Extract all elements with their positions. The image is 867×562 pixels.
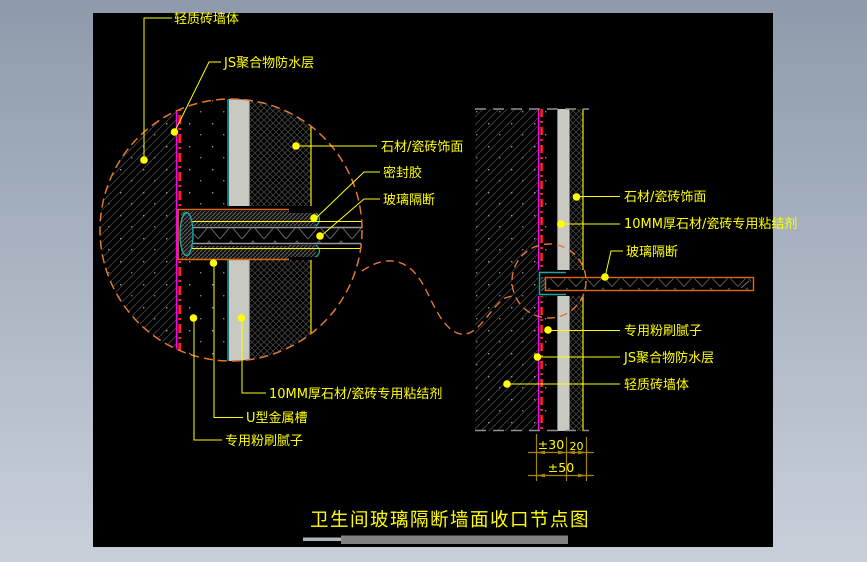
section-glass-assembly <box>538 270 755 296</box>
channel-top-flange <box>181 211 289 226</box>
brick-wall-dots-r <box>475 109 538 431</box>
section-leader-dots <box>503 193 609 388</box>
label-tile-finish-r: 石材/瓷砖饰面 <box>624 190 706 205</box>
sealant-top-edge <box>315 212 321 227</box>
label-adhesive-r: 10MM厚石材/瓷砖专用粘结剂 <box>624 217 797 232</box>
detail-circle-content <box>100 99 362 361</box>
section-labels: 石材/瓷砖饰面 10MM厚石材/瓷砖专用粘结剂 玻璃隔断 专用粉刷腻子 JS聚合… <box>623 190 797 393</box>
dim-seg1: ±30 <box>538 437 564 452</box>
leader-adhesive <box>241 319 266 394</box>
label-brick-wall: 轻质砖墙体 <box>174 12 239 27</box>
label-brick-wall-r: 轻质砖墙体 <box>624 378 689 393</box>
setting-block <box>179 211 194 257</box>
section-leader-lines <box>509 196 623 385</box>
u-channel-outline-r <box>538 271 566 296</box>
leader-glass-r <box>605 250 623 276</box>
detail-callout-circle <box>99 98 363 362</box>
dimension-group: ±30 20 ±50 <box>528 434 594 481</box>
leader-brick <box>143 17 172 159</box>
detail-leader-dots <box>140 128 324 322</box>
sealant-bottom <box>289 245 316 257</box>
callout-connector-curve <box>361 260 516 335</box>
label-glass-r: 玻璃隔断 <box>626 245 678 260</box>
label-adhesive: 10MM厚石材/瓷砖专用粘结剂 <box>269 387 442 402</box>
leader-sealant <box>314 171 380 220</box>
label-waterproof: JS聚合物防水层 <box>223 55 314 71</box>
sealant-bottom-edge <box>315 244 321 258</box>
label-waterproof-r: JS聚合物防水层 <box>623 350 714 366</box>
drawing-title: 卫生间玻璃隔断墙面收口节点图 <box>310 510 590 531</box>
label-tile-finish: 石材/瓷砖饰面 <box>381 140 463 155</box>
channel-bottom-flange <box>181 246 289 259</box>
leader-channel <box>213 264 243 418</box>
leader-waterproof <box>174 61 221 132</box>
dim-seg2: 20 <box>570 440 584 453</box>
u-channel-outline <box>177 208 289 261</box>
title-underline-thin <box>303 537 341 541</box>
glass-break-mark <box>740 280 750 289</box>
glass-pane-hatch <box>190 228 362 243</box>
dim-total: ±50 <box>548 460 574 475</box>
node-callout-circle <box>511 243 587 319</box>
leader-putty <box>193 319 222 441</box>
sealant-top <box>289 213 316 226</box>
label-u-channel: U型金属槽 <box>246 410 308 426</box>
title-underline-thick <box>341 535 568 544</box>
leader-glass <box>320 198 380 237</box>
detail-labels: 轻质砖墙体 JS聚合物防水层 石材/瓷砖饰面 密封胶 玻璃隔断 10MM厚石材/… <box>174 12 463 449</box>
label-sealant: 密封胶 <box>383 165 422 181</box>
dimension-arrows <box>536 450 587 478</box>
label-putty-r: 专用粉刷腻子 <box>624 324 702 339</box>
label-putty: 专用粉刷腻子 <box>225 434 303 449</box>
label-glass: 玻璃隔断 <box>383 193 435 208</box>
glass-bar-hatch-r <box>547 278 751 290</box>
detail-leader-lines <box>143 17 380 441</box>
